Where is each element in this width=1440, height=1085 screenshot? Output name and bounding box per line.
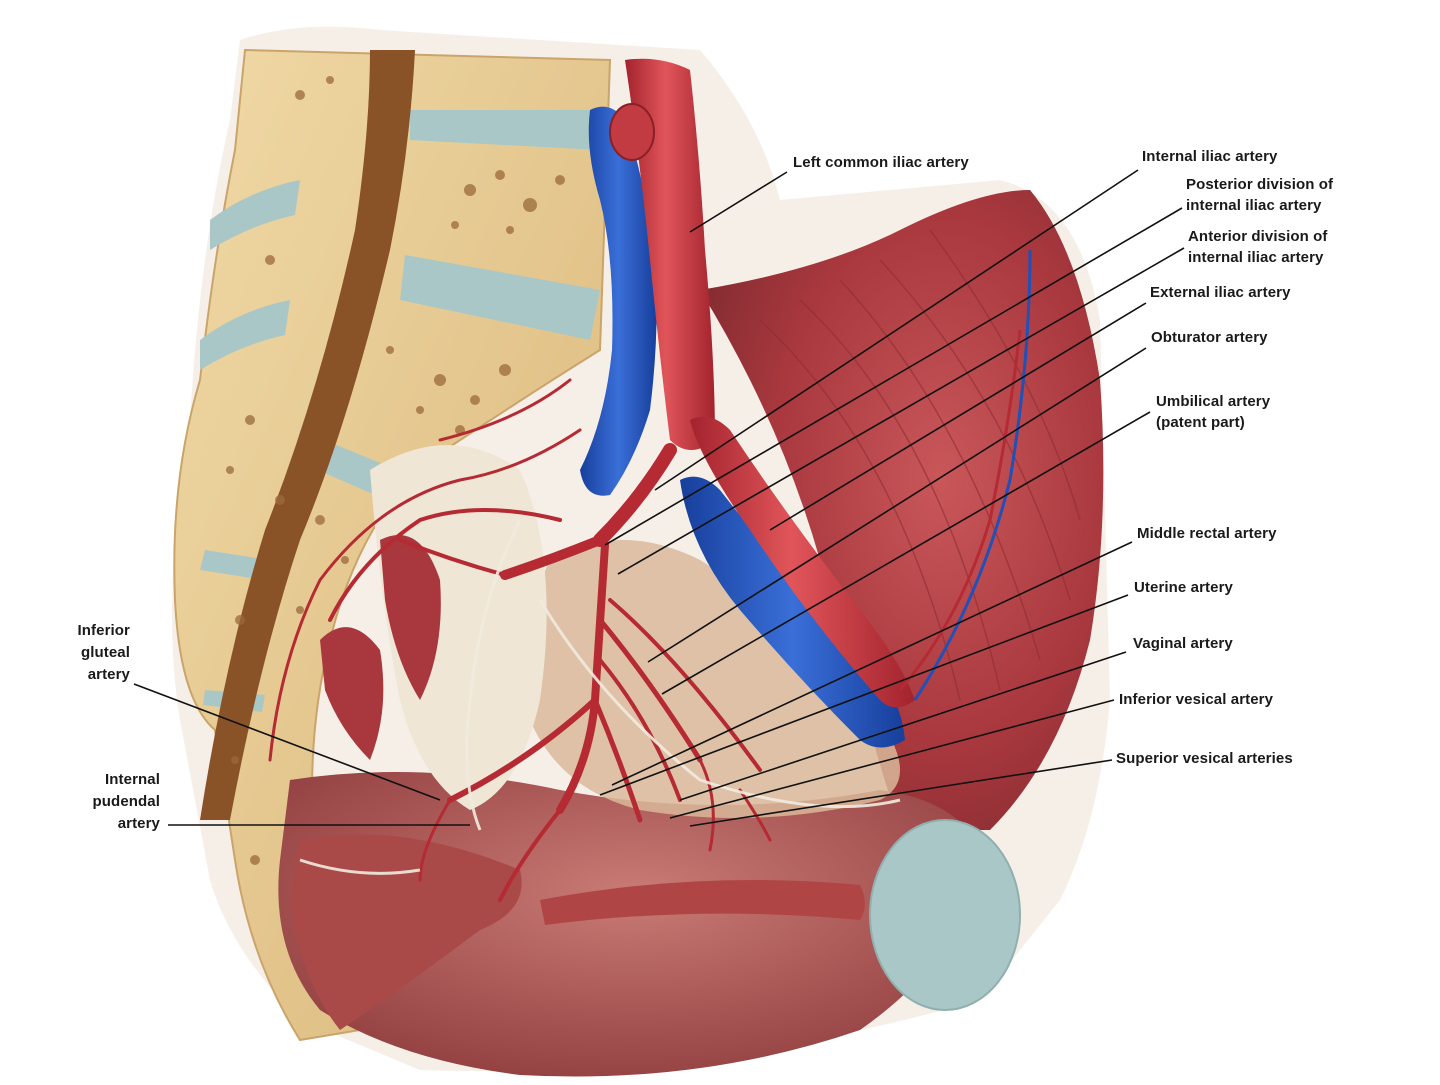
disc-5 [200, 300, 290, 370]
piriformis-muscle [380, 535, 441, 700]
external-iliac-artery [690, 416, 915, 708]
label-internal-pudendal-line2: pudendal [92, 793, 160, 810]
label-internal-pudendal-line1: Internal [105, 771, 160, 788]
label-uterine-artery: Uterine artery [1134, 579, 1233, 596]
label-obturator-artery: Obturator artery [1151, 329, 1268, 346]
label-internal-pudendal-line3: artery [117, 815, 160, 832]
nerves [299, 519, 901, 875]
label-internal-iliac-artery: Internal iliac artery [1142, 148, 1278, 165]
label-umbilical-artery-line2: (patent part) [1156, 414, 1245, 431]
label-external-iliac-artery: External iliac artery [1150, 284, 1291, 301]
disc-2 [400, 255, 600, 340]
disc-6 [200, 550, 270, 580]
label-umbilical-artery-line1: Umbilical artery [1156, 393, 1271, 410]
umbilical-artery [913, 249, 1032, 701]
label-anterior-division-line1: Anterior division of [1188, 228, 1328, 245]
pubic-symphysis [869, 819, 1021, 1011]
label-inferior-gluteal-line2: gluteal [80, 644, 130, 661]
bone-texture [226, 76, 565, 865]
label-middle-rectal-artery: Middle rectal artery [1137, 525, 1277, 542]
label-inferior-gluteal-line1: Inferior [77, 622, 130, 639]
label-inferior-vesical-artery: Inferior vesical artery [1119, 691, 1274, 708]
label-vaginal-artery: Vaginal artery [1133, 635, 1233, 652]
leader-lines [133, 169, 1185, 827]
sacrospinous-ligament [370, 445, 547, 810]
coccygeus-muscle [320, 627, 384, 760]
external-iliac-vein [680, 476, 905, 748]
disc-4 [210, 180, 300, 250]
obturator-vessel [898, 329, 1022, 691]
label-superior-vesical-arteries: Superior vesical arteries [1116, 750, 1293, 767]
label-left-common-iliac-artery: Left common iliac artery [793, 154, 969, 171]
label-posterior-division-line1: Posterior division of [1186, 176, 1334, 193]
pelvic-wall-muscle [700, 190, 1104, 830]
disc-1 [410, 110, 600, 150]
common-iliac-vein [580, 106, 657, 496]
perineal-muscle [290, 834, 522, 1030]
artery-stump [609, 103, 655, 161]
common-iliac-artery [625, 58, 715, 450]
label-inferior-gluteal-line3: artery [87, 666, 130, 683]
label-anterior-division-line2: internal iliac artery [1188, 249, 1324, 266]
label-posterior-division-line2: internal iliac artery [1186, 197, 1322, 214]
urethra-band [540, 880, 865, 925]
internal-iliac-branches [268, 378, 772, 902]
spinal-canal [200, 50, 415, 820]
